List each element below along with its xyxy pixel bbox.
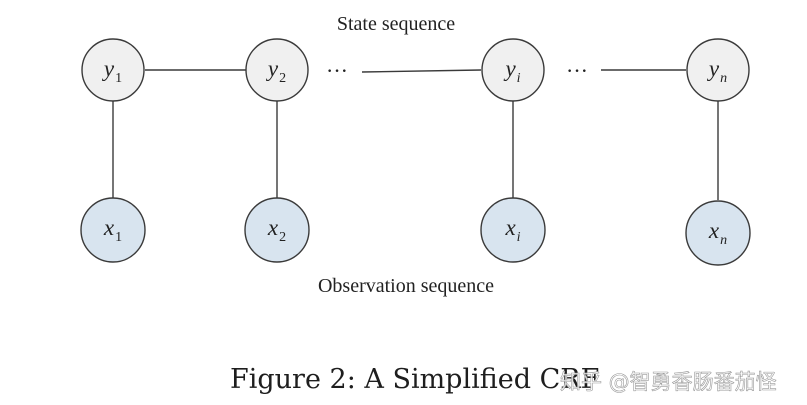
svg-text:x2: x2 [267, 215, 286, 245]
state-node-y2: y2 [245, 38, 309, 102]
observation-node-x1: x1 [80, 197, 146, 263]
watermark: 知乎 @智勇香肠番茄怪 [560, 370, 777, 394]
ellipsis-right: ··· [566, 58, 588, 83]
svg-text:xi: xi [504, 215, 520, 245]
svg-text:y1: y1 [102, 56, 122, 86]
ellipsis-left: ··· [326, 58, 348, 83]
svg-text:yi: yi [503, 56, 520, 86]
observation-sequence-label: Observation sequence [318, 275, 494, 297]
svg-text:xn: xn [708, 218, 727, 248]
edge-y2-yi [361, 69, 482, 73]
figure-caption: Figure 2: A Simplified CRF [230, 364, 599, 395]
svg-text:x1: x1 [103, 215, 122, 245]
state-node-yn: yn [686, 38, 750, 102]
observation-node-x2: x2 [244, 197, 310, 263]
state-sequence-label: State sequence [337, 13, 455, 35]
observation-node-xi: xi [480, 197, 546, 263]
observation-node-xn: xn [685, 200, 751, 266]
state-node-y1: y1 [81, 38, 145, 102]
state-node-yi: yi [481, 38, 545, 102]
svg-text:y2: y2 [266, 56, 286, 86]
svg-text:yn: yn [707, 56, 727, 86]
